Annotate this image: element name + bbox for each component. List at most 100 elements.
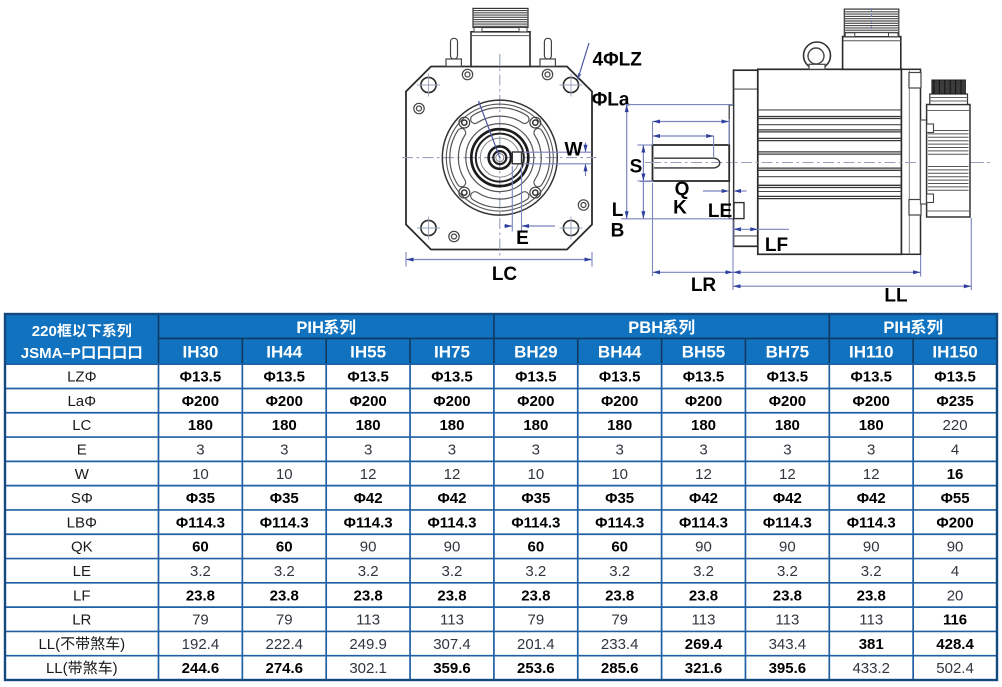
- svg-text:E: E: [77, 442, 87, 459]
- svg-text:359.6: 359.6: [433, 660, 471, 677]
- svg-text:IH55: IH55: [350, 343, 386, 362]
- svg-text:3: 3: [364, 442, 372, 459]
- svg-text:SΦ: SΦ: [71, 490, 93, 507]
- svg-text:LL(: LL(: [46, 660, 68, 677]
- svg-text:ΦLa: ΦLa: [592, 90, 630, 111]
- svg-text:Φ13.5: Φ13.5: [264, 369, 306, 386]
- svg-text:23.8: 23.8: [605, 587, 634, 604]
- svg-text:23.8: 23.8: [270, 587, 299, 604]
- svg-text:3.2: 3.2: [442, 563, 463, 580]
- svg-text:Φ114.3: Φ114.3: [427, 514, 476, 531]
- svg-text:LL: LL: [884, 286, 908, 307]
- svg-text:60: 60: [192, 539, 209, 556]
- svg-text:Φ13.5: Φ13.5: [934, 369, 976, 386]
- svg-text:253.6: 253.6: [517, 660, 555, 677]
- svg-text:LC: LC: [492, 264, 518, 285]
- svg-text:3: 3: [699, 442, 707, 459]
- svg-text:LE: LE: [708, 201, 732, 222]
- svg-text:60: 60: [527, 539, 544, 556]
- svg-text:Φ13.5: Φ13.5: [850, 369, 892, 386]
- svg-text:3.2: 3.2: [358, 563, 379, 580]
- svg-text:IH110: IH110: [849, 343, 893, 362]
- svg-text:79: 79: [276, 612, 293, 629]
- svg-text:222.4: 222.4: [265, 636, 303, 653]
- svg-text:BH44: BH44: [598, 343, 642, 362]
- svg-text:3: 3: [448, 442, 456, 459]
- svg-text:3: 3: [196, 442, 204, 459]
- svg-text:321.6: 321.6: [685, 660, 723, 677]
- svg-text:180: 180: [188, 417, 213, 434]
- svg-text:IH44: IH44: [266, 343, 302, 362]
- svg-text:23.8: 23.8: [354, 587, 383, 604]
- svg-text:PIH: PIH: [296, 319, 324, 337]
- svg-text:3.2: 3.2: [861, 563, 882, 580]
- svg-text:Φ114.3: Φ114.3: [511, 514, 560, 531]
- svg-text:Φ200: Φ200: [517, 393, 554, 410]
- svg-text:23.8: 23.8: [186, 587, 215, 604]
- svg-text:Φ114.3: Φ114.3: [344, 514, 393, 531]
- svg-text:12: 12: [863, 466, 880, 483]
- svg-text:Φ114.3: Φ114.3: [847, 514, 896, 531]
- svg-text:60: 60: [276, 539, 293, 556]
- svg-text:Φ114.3: Φ114.3: [176, 514, 225, 531]
- svg-text:180: 180: [523, 417, 548, 434]
- svg-text:201.4: 201.4: [517, 636, 555, 653]
- svg-text:12: 12: [444, 466, 461, 483]
- svg-text:Φ35: Φ35: [521, 490, 550, 507]
- svg-text:): ): [113, 660, 118, 677]
- svg-text:BH55: BH55: [682, 343, 725, 362]
- svg-text:244.6: 244.6: [182, 660, 220, 677]
- svg-text:PBH: PBH: [628, 319, 663, 337]
- svg-text:220: 220: [943, 417, 968, 434]
- svg-text:10: 10: [276, 466, 293, 483]
- svg-text:Φ13.5: Φ13.5: [515, 369, 557, 386]
- svg-text:90: 90: [360, 539, 377, 556]
- svg-text:10: 10: [527, 466, 544, 483]
- svg-text:285.6: 285.6: [601, 660, 639, 677]
- svg-text:3: 3: [867, 442, 875, 459]
- svg-text:Φ13.5: Φ13.5: [683, 369, 725, 386]
- svg-text:E: E: [516, 228, 529, 249]
- svg-text:502.4: 502.4: [936, 660, 974, 677]
- svg-text:Φ42: Φ42: [773, 490, 802, 507]
- svg-text:BH75: BH75: [766, 343, 809, 362]
- svg-text:433.2: 433.2: [852, 660, 890, 677]
- svg-text:220: 220: [32, 323, 57, 340]
- svg-text:LC: LC: [72, 417, 91, 434]
- svg-text:Φ200: Φ200: [853, 393, 890, 410]
- svg-text:428.4: 428.4: [936, 636, 974, 653]
- svg-text:10: 10: [611, 466, 628, 483]
- svg-text:12: 12: [695, 466, 712, 483]
- svg-text:IH150: IH150: [932, 343, 977, 362]
- svg-text:4ΦLZ: 4ΦLZ: [593, 50, 643, 71]
- svg-text:LZΦ: LZΦ: [67, 369, 97, 386]
- svg-text:Φ13.5: Φ13.5: [180, 369, 222, 386]
- svg-text:180: 180: [859, 417, 884, 434]
- svg-text:3.2: 3.2: [525, 563, 546, 580]
- svg-text:180: 180: [356, 417, 381, 434]
- svg-text:PIH: PIH: [883, 319, 911, 337]
- svg-text:Φ42: Φ42: [689, 490, 718, 507]
- svg-text:LE: LE: [73, 563, 91, 580]
- svg-text:180: 180: [775, 417, 800, 434]
- svg-text:3: 3: [280, 442, 288, 459]
- svg-text:113: 113: [859, 612, 883, 629]
- svg-text:Φ114.3: Φ114.3: [763, 514, 812, 531]
- svg-text:113: 113: [692, 612, 716, 629]
- svg-text:Φ13.5: Φ13.5: [431, 369, 473, 386]
- svg-text:Φ200: Φ200: [685, 393, 722, 410]
- svg-text:3.2: 3.2: [777, 563, 798, 580]
- svg-text:4: 4: [951, 563, 959, 580]
- svg-text:23.8: 23.8: [857, 587, 886, 604]
- svg-text:381: 381: [859, 636, 884, 653]
- svg-text:Φ13.5: Φ13.5: [767, 369, 809, 386]
- svg-text:Φ200: Φ200: [266, 393, 303, 410]
- svg-text:249.9: 249.9: [349, 636, 387, 653]
- svg-text:3.2: 3.2: [693, 563, 714, 580]
- svg-text:23.8: 23.8: [689, 587, 718, 604]
- svg-text:Φ114.3: Φ114.3: [595, 514, 644, 531]
- svg-text:90: 90: [779, 539, 796, 556]
- svg-text:192.4: 192.4: [182, 636, 220, 653]
- svg-text:LBΦ: LBΦ: [67, 514, 97, 531]
- svg-text:3.2: 3.2: [609, 563, 630, 580]
